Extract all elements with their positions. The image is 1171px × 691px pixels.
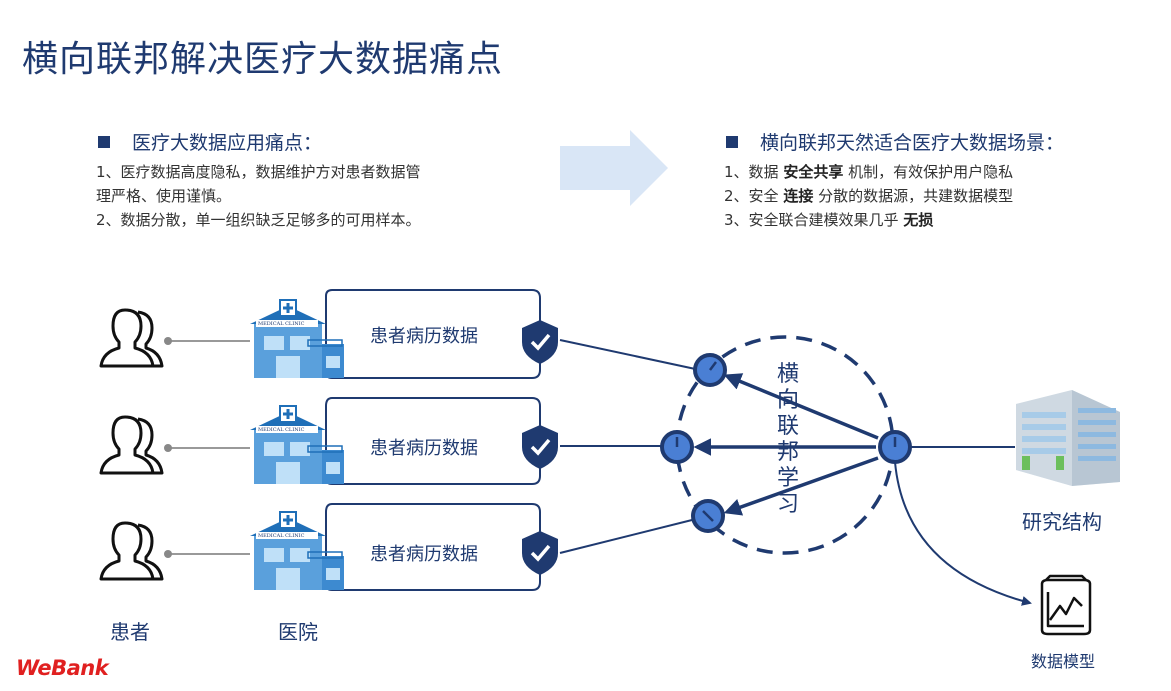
advantage-item-1: 1、数据 安全共享 机制，有效保护用户隐私 [724,163,1014,181]
data-model-icon [1040,574,1092,636]
hospitals-label: 医院 [278,620,318,644]
arrow-right-icon [560,130,668,206]
pain-points-heading-text: 医疗大数据应用痛点： [132,132,323,154]
record-label: 患者病历数据 [370,438,478,459]
shield-check-icon [522,531,558,575]
page-title: 横向联邦解决医疗大数据痛点 [22,39,504,80]
federated-arrows [693,373,879,516]
hospital-icon [250,405,344,484]
webank-logo: WeBank [16,656,109,680]
patients-label: 患者 [110,620,150,644]
node-top-left [693,353,727,387]
pain-point-line: 2、数据分散，单一组织缺乏足够多的可用样本。 [96,211,421,229]
patient-icon [99,521,164,581]
advantages-heading: 横向联邦天然适合医疗大数据场景： [726,128,1064,155]
hospital-sign: MEDICAL CLINIC [258,427,305,433]
shield-check-icon [522,425,558,469]
node-server [878,430,912,464]
hospital-icon [250,511,344,590]
record-boxes [325,289,541,591]
pain-points-heading: 医疗大数据应用痛点： [98,128,322,155]
advantage-item-2: 2、安全 连接 分散的数据源，共建数据模型 [724,187,1014,205]
hospital-sign: MEDICAL CLINIC [258,321,305,327]
patient-connector-dots [164,337,172,558]
federated-nodes [660,353,912,533]
node-bottom-left [691,499,725,533]
model-label: 数据模型 [1031,652,1096,671]
bullet-square-icon [98,135,110,148]
node-middle-left [660,430,694,464]
hospital-sign: MEDICAL CLINIC [258,533,305,539]
research-label: 研究结构 [1022,510,1102,534]
patient-icon [99,308,164,368]
record-links [559,339,701,554]
pain-point-line: 1、医疗数据高度隐私，数据维护方对患者数据管 [96,163,421,181]
shield-check-icon [522,320,558,364]
advantage-item-3: 3、安全联合建模效果几乎 无损 [724,211,934,229]
model-link [894,461,1032,606]
research-building-icon [1016,390,1120,486]
hospital-icon [250,299,344,378]
advantages-heading-text: 横向联邦天然适合医疗大数据场景： [760,132,1065,154]
patient-icon [99,415,164,475]
pain-points-body: 1、医疗数据高度隐私，数据维护方对患者数据管 理严格、使用谨慎。 2、数据分散，… [96,160,516,232]
federated-learning-label: 横 向 联 邦 学 习 [776,362,799,517]
record-label: 患者病历数据 [370,326,478,347]
advantages-body: 1、数据 安全共享 机制，有效保护用户隐私 2、安全 连接 分散的数据源，共建数… [724,160,1144,232]
patient-connectors [168,340,250,555]
pain-point-line: 理严格、使用谨慎。 [96,187,232,205]
bullet-square-icon [726,135,738,148]
record-label: 患者病历数据 [370,544,478,565]
